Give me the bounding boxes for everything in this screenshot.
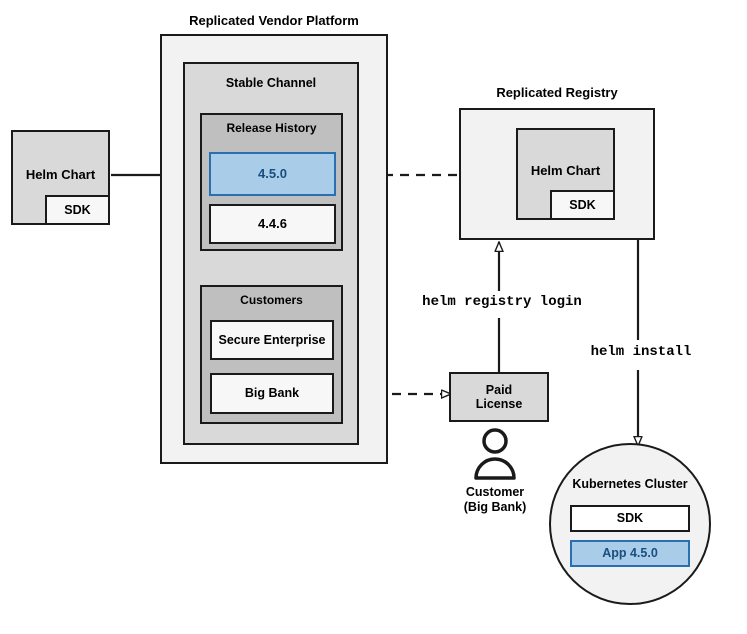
- cluster-app-label: App 4.5.0: [602, 546, 658, 561]
- customer-persona-caption: Customer (Big Bank): [433, 485, 557, 515]
- person-body-icon: [474, 457, 516, 480]
- source-sdk-label: SDK: [64, 202, 91, 217]
- paid-license-line1: Paid: [485, 382, 513, 397]
- helm-registry-login-label: helm registry login: [400, 294, 604, 310]
- registry-helm-chart-label: Helm Chart: [530, 163, 601, 178]
- registry-title: Replicated Registry: [496, 85, 618, 100]
- cluster-sdk-label: SDK: [616, 511, 644, 526]
- registry-sdk-box[interactable]: SDK: [550, 190, 615, 220]
- customer-item-big-bank[interactable]: Big Bank: [210, 373, 334, 414]
- customer-persona-line1: Customer: [465, 485, 525, 499]
- paid-license-box[interactable]: Paid License: [449, 372, 549, 422]
- source-sdk-box[interactable]: SDK: [45, 195, 110, 225]
- kubernetes-cluster-title: Kubernetes Cluster: [572, 477, 688, 491]
- customer-item-secure-enterprise[interactable]: Secure Enterprise: [210, 320, 334, 360]
- release-item-4-4-6[interactable]: 4.4.6: [209, 204, 336, 244]
- customer-persona-line2: (Big Bank): [463, 500, 527, 514]
- customer-name-label: Big Bank: [244, 386, 300, 401]
- cluster-sdk-box[interactable]: SDK: [570, 505, 690, 532]
- release-version-label: 4.4.6: [258, 215, 287, 231]
- person-head-icon: [482, 428, 508, 454]
- vendor-platform-title: Replicated Vendor Platform: [189, 13, 359, 28]
- stable-channel-title: Stable Channel: [225, 76, 317, 90]
- helm-install-label: helm install: [570, 344, 712, 360]
- source-helm-chart-label: Helm Chart: [25, 167, 96, 182]
- customer-name-label: Secure Enterprise: [218, 332, 326, 347]
- release-history-title: Release History: [226, 121, 317, 135]
- paid-license-line2: License: [475, 397, 523, 411]
- release-version-label: 4.5.0: [258, 165, 287, 181]
- cluster-app-box[interactable]: App 4.5.0: [570, 540, 690, 567]
- registry-sdk-label: SDK: [569, 197, 596, 212]
- customers-title: Customers: [240, 293, 303, 307]
- release-item-4-5-0[interactable]: 4.5.0: [209, 152, 336, 196]
